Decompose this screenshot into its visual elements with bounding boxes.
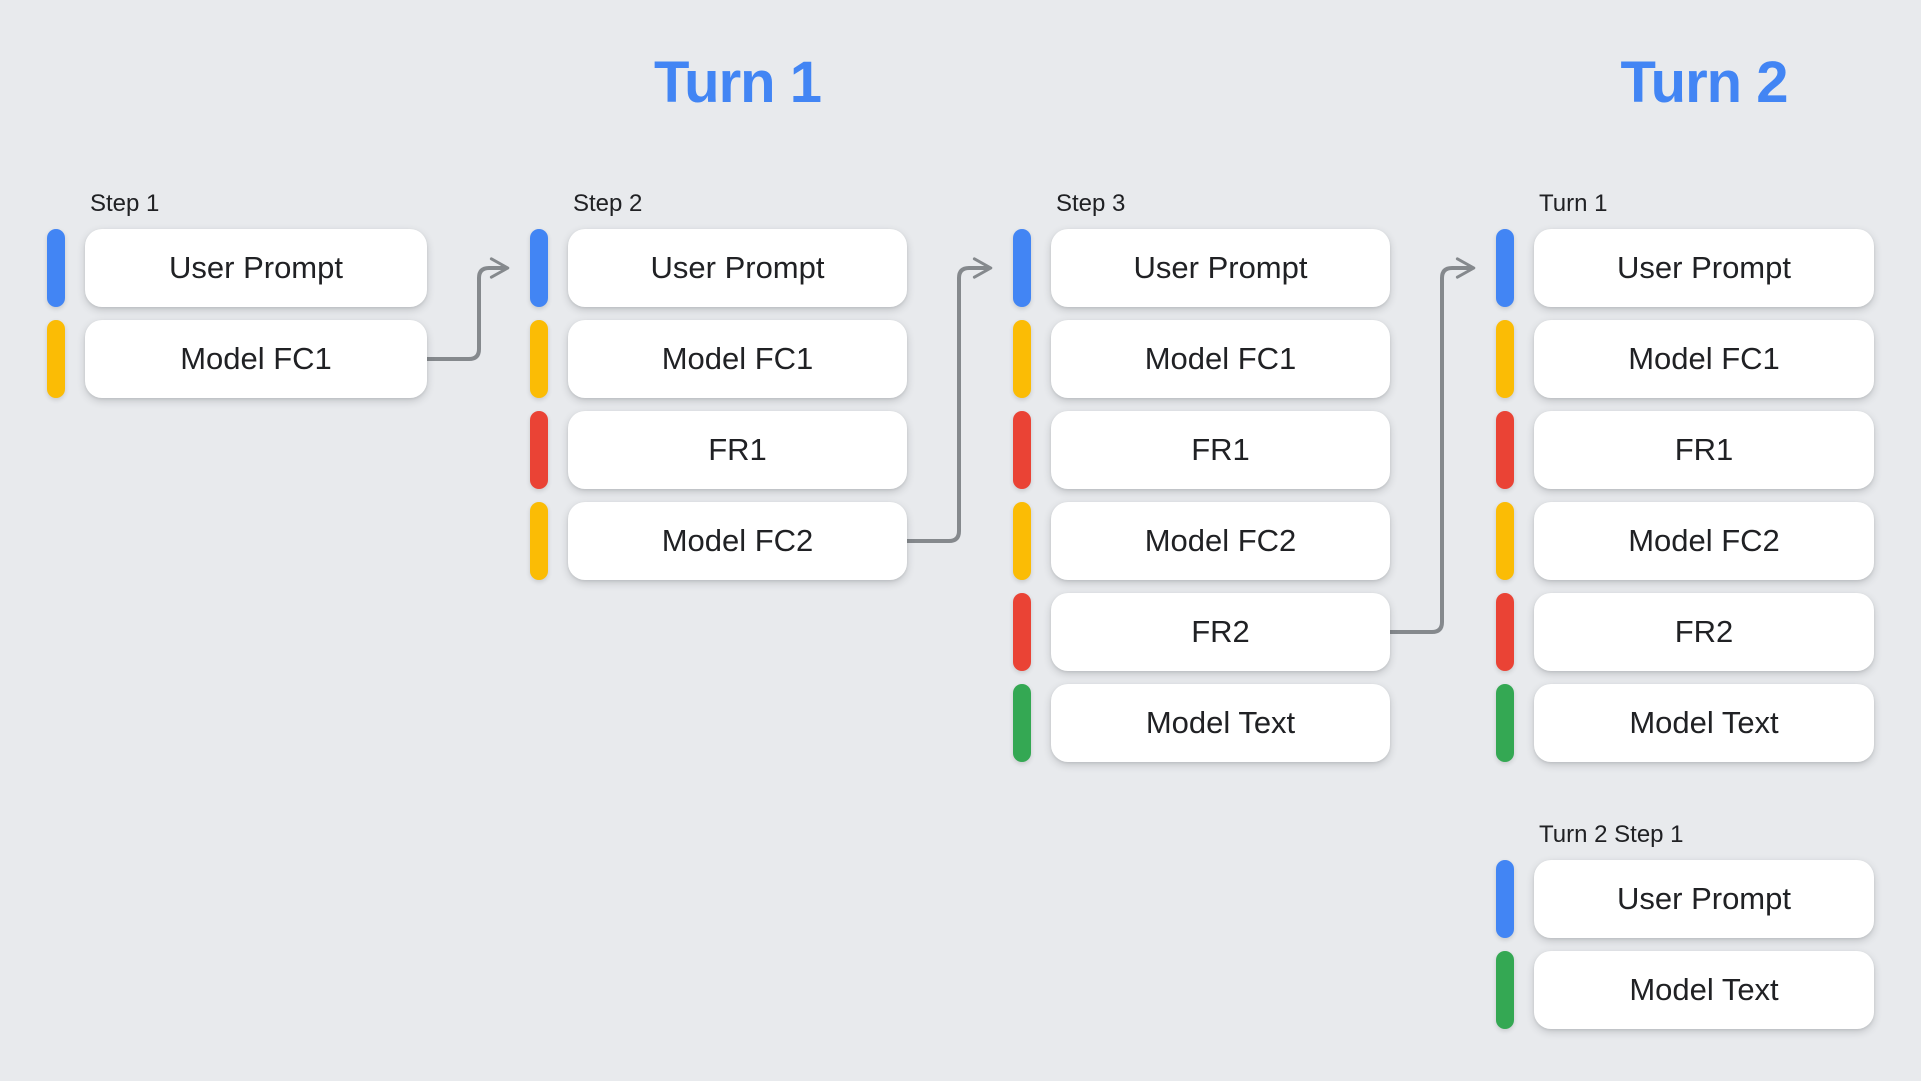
message-box-label: FR1 (1674, 432, 1734, 467)
function-response-bar (1496, 411, 1514, 489)
message-box-model-fc2: Model FC2 (1534, 502, 1874, 580)
function-response-bar (1013, 593, 1031, 671)
model-fc-bar (530, 320, 548, 398)
user-prompt-bar (1496, 860, 1514, 938)
message-box-user-prompt: User Prompt (1534, 229, 1874, 307)
column-label: Step 3 (1056, 190, 1126, 217)
function-response-bar (1496, 593, 1514, 671)
message-box-fr1: FR1 (1534, 411, 1874, 489)
message-box-label: User Prompt (1617, 250, 1791, 285)
message-box-label: Model FC1 (1144, 341, 1297, 376)
message-box-label: FR2 (1674, 614, 1734, 649)
model-fc-bar (1496, 320, 1514, 398)
message-box-user-prompt: User Prompt (568, 229, 907, 307)
model-fc-bar (1013, 320, 1031, 398)
user-prompt-bar (1496, 229, 1514, 307)
model-text-bar (1496, 951, 1514, 1029)
model-text-bar (1496, 684, 1514, 762)
message-box-label: User Prompt (1617, 881, 1791, 916)
message-box-label: User Prompt (169, 250, 343, 285)
connector-arrow-3 (1388, 257, 1476, 634)
message-box-user-prompt: User Prompt (85, 229, 427, 307)
column-label: Turn 2 Step 1 (1539, 821, 1684, 848)
message-box-user-prompt: User Prompt (1534, 860, 1874, 938)
message-box-label: Model Text (1629, 972, 1779, 1007)
message-box-label: Model FC2 (1628, 523, 1780, 558)
column-label: Step 2 (573, 190, 643, 217)
message-box-fr2: FR2 (1534, 593, 1874, 671)
message-box-label: Model FC1 (1628, 341, 1780, 376)
turn-2-title: Turn 2 (1620, 50, 1789, 115)
message-box-model-fc1: Model FC1 (1534, 320, 1874, 398)
message-box-model-fc2: Model FC2 (568, 502, 907, 580)
user-prompt-bar (47, 229, 65, 307)
model-text-bar (1013, 684, 1031, 762)
column-label: Turn 1 (1539, 190, 1608, 217)
message-box-model-text: Model Text (1534, 951, 1874, 1029)
message-box-fr2: FR2 (1051, 593, 1390, 671)
message-box-user-prompt: User Prompt (1051, 229, 1390, 307)
message-box-label: User Prompt (650, 250, 825, 285)
message-box-model-text: Model Text (1051, 684, 1390, 762)
column-label: Step 1 (90, 190, 160, 217)
message-box-model-fc2: Model FC2 (1051, 502, 1390, 580)
message-box-label: FR2 (1191, 614, 1250, 649)
connector-arrow-2 (905, 257, 993, 543)
model-fc-bar (530, 502, 548, 580)
turn-1-title: Turn 1 (654, 50, 822, 115)
model-fc-bar (1496, 502, 1514, 580)
function-response-bar (1013, 411, 1031, 489)
message-box-label: Model FC1 (661, 341, 814, 376)
message-box-label: Model Text (1629, 705, 1779, 740)
message-box-label: Model Text (1145, 705, 1296, 740)
message-box-model-fc1: Model FC1 (568, 320, 907, 398)
message-box-label: FR1 (1191, 432, 1250, 467)
user-prompt-bar (530, 229, 548, 307)
message-box-label: Model FC2 (661, 523, 814, 558)
message-box-fr1: FR1 (1051, 411, 1390, 489)
message-box-label: User Prompt (1133, 250, 1308, 285)
function-response-bar (530, 411, 548, 489)
user-prompt-bar (1013, 229, 1031, 307)
message-box-fr1: FR1 (568, 411, 907, 489)
message-box-label: Model FC1 (180, 341, 332, 376)
model-fc-bar (1013, 502, 1031, 580)
message-box-label: FR1 (708, 432, 767, 467)
connector-arrow-1 (425, 257, 510, 361)
model-fc-bar (47, 320, 65, 398)
message-box-model-text: Model Text (1534, 684, 1874, 762)
message-box-label: Model FC2 (1144, 523, 1297, 558)
message-box-model-fc1: Model FC1 (1051, 320, 1390, 398)
message-box-model-fc1: Model FC1 (85, 320, 427, 398)
